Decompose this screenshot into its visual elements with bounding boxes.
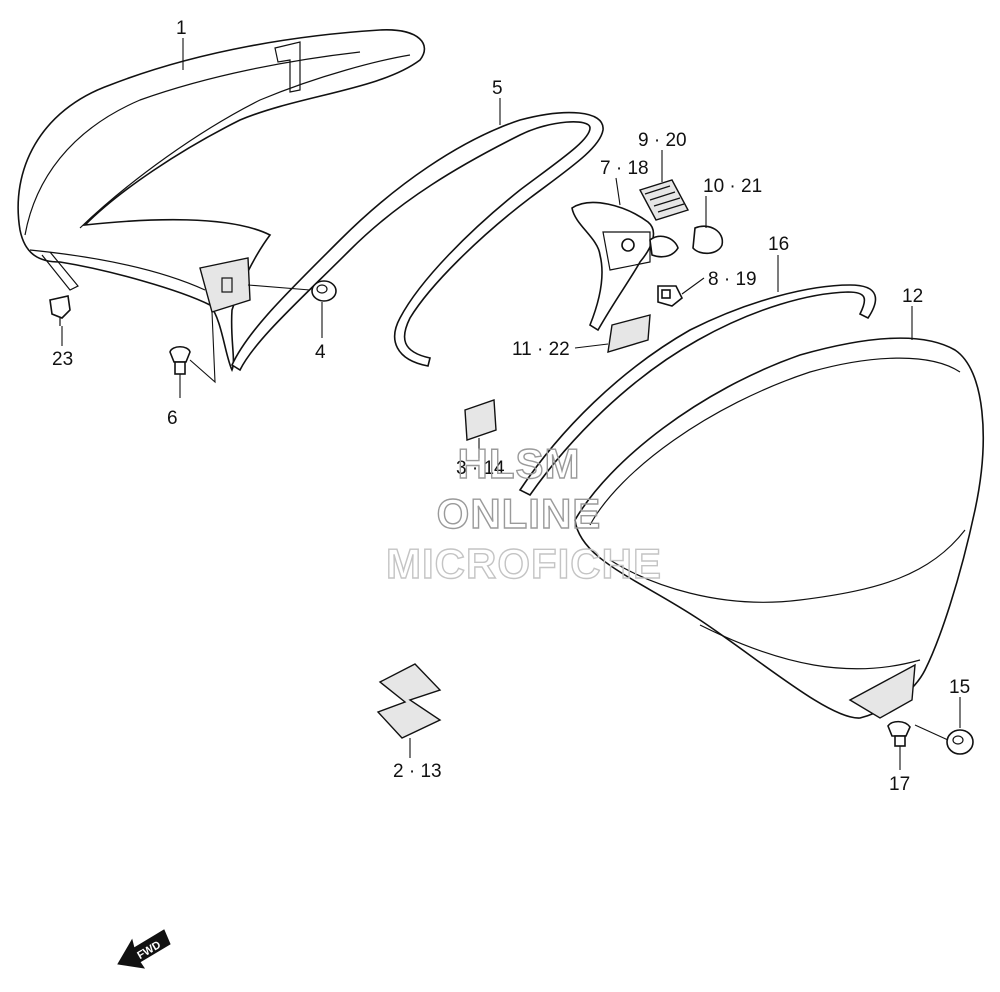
part-7-18-bracket[interactable]	[571, 201, 679, 332]
callout-15: 15	[949, 677, 970, 698]
leader-lines	[61, 38, 961, 770]
callout-4: 4	[315, 342, 326, 363]
fwd-direction-arrow: FWD	[117, 929, 171, 969]
part-15-nut[interactable]	[946, 729, 974, 755]
part-23-clip[interactable]	[49, 295, 71, 326]
callout-1: 1	[176, 18, 187, 39]
fwd-label: FWD	[135, 939, 163, 962]
callout-16: 16	[768, 234, 789, 255]
watermark-line-3: MICROFICHE	[386, 540, 662, 587]
callout-5: 5	[492, 78, 503, 99]
watermark-line-1: HLSM	[458, 440, 581, 487]
watermark-line-2: ONLINE	[437, 490, 602, 537]
part-9-20-reflector[interactable]	[638, 179, 690, 221]
part-1-seat-cowl[interactable]	[17, 29, 426, 373]
callout-2-13: 2 · 13	[393, 761, 442, 782]
fwd-arrow-icon	[117, 929, 171, 969]
part-4-grommet[interactable]	[311, 280, 337, 302]
callout-9-20: 9 · 20	[638, 130, 687, 151]
callout-23: 23	[52, 349, 73, 370]
callout-17: 17	[889, 774, 910, 795]
callout-labels: 1 5 9 · 20 7 · 18 10 · 21 16 12 8 · 19 2…	[52, 18, 970, 795]
part-16-trim-strip[interactable]	[518, 284, 877, 497]
part-10-21-cap[interactable]	[692, 225, 724, 255]
callout-12: 12	[902, 286, 923, 307]
part-5-trim-strip[interactable]	[230, 111, 604, 372]
callout-3-14: 3 · 14	[456, 458, 505, 479]
callout-6: 6	[167, 408, 178, 429]
callout-8-19: 8 · 19	[708, 269, 757, 290]
part-12-rear-cowl[interactable]	[574, 337, 984, 719]
part-3-14-label[interactable]	[464, 399, 497, 441]
part-2-13-emblem[interactable]	[376, 663, 442, 739]
part-6-screw[interactable]	[169, 345, 191, 375]
callout-11-22: 11 · 22	[512, 339, 570, 360]
part-8-19-bolt[interactable]	[657, 285, 684, 307]
watermark: HLSM ONLINE MICROFICHE	[385, 439, 662, 587]
callout-10-21: 10 · 21	[703, 176, 762, 197]
part-11-22-pad[interactable]	[607, 314, 651, 353]
part-17-screw[interactable]	[887, 720, 911, 747]
callout-7-18: 7 · 18	[600, 158, 649, 179]
